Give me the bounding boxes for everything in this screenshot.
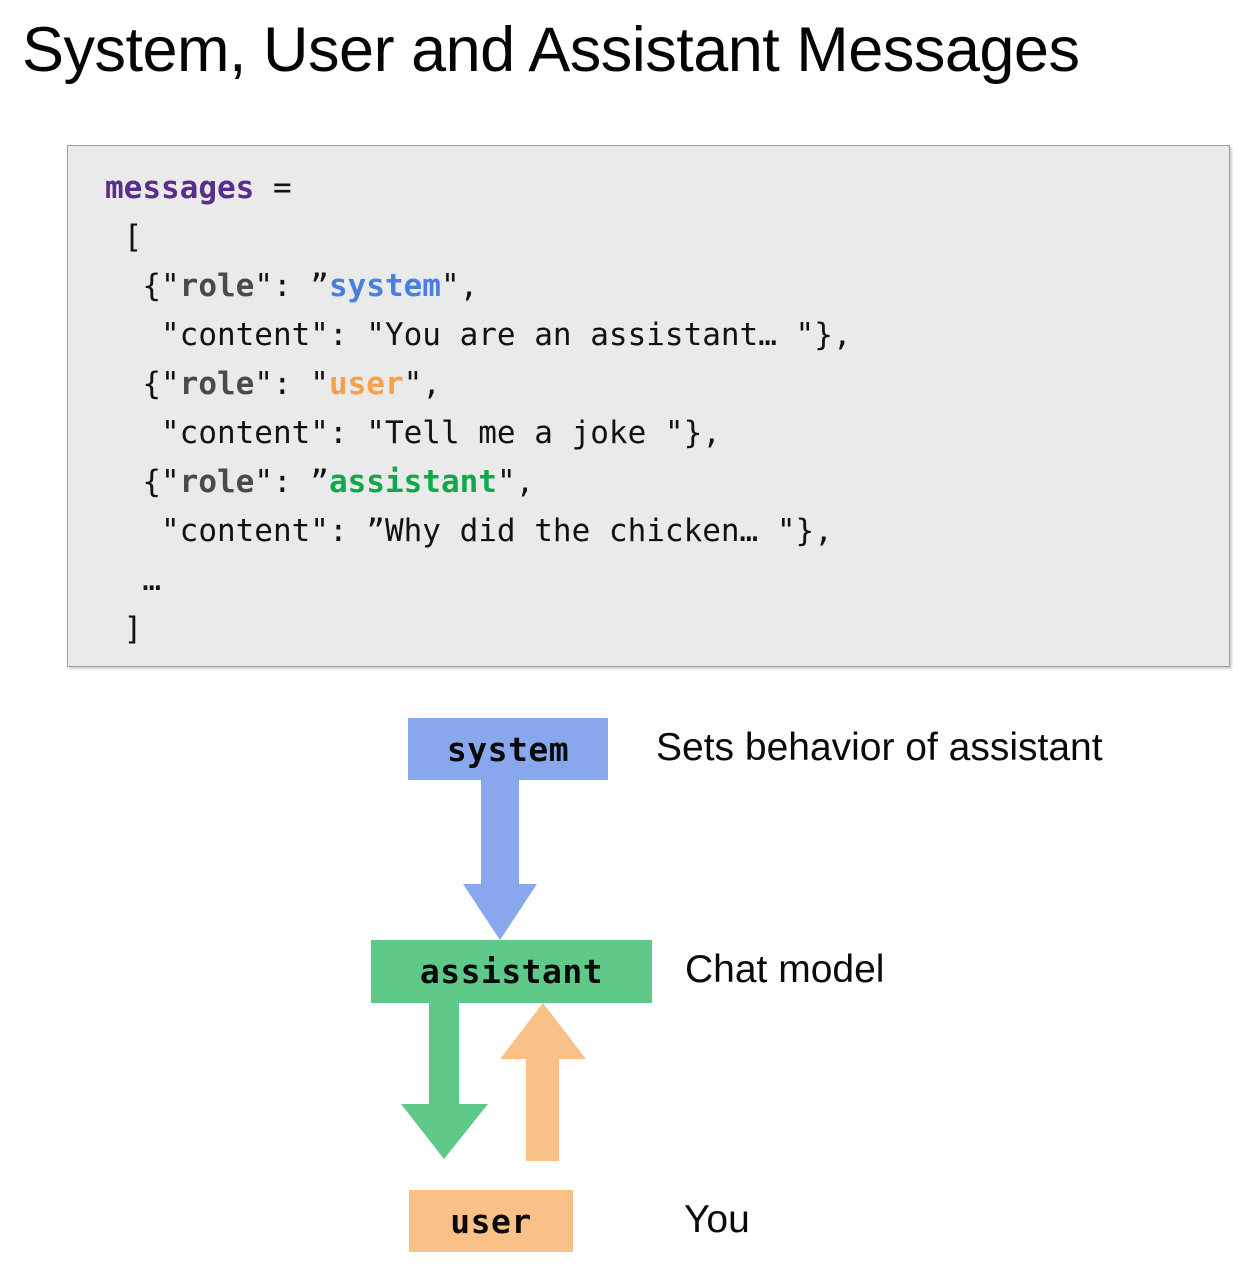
line-open-bracket: [ <box>105 213 852 262</box>
code-token-key: role <box>179 268 255 304</box>
diagram-label-system: Sets behavior of assistant <box>656 726 1103 769</box>
line-user-role: {"role": "user", <box>105 360 852 409</box>
code-token-plain: {" <box>105 268 180 304</box>
diagram-box-system: system <box>408 718 608 780</box>
code-token-var: messages <box>105 170 255 206</box>
line-user-content: "content": "Tell me a joke "}, <box>105 409 852 458</box>
line-assign: messages = <box>105 164 852 213</box>
code-token-key: role <box>179 464 255 500</box>
code-token-plain: ": ” <box>254 464 329 500</box>
diagram-box-assistant-label: assistant <box>419 952 604 991</box>
code-token-plain: {" <box>105 366 180 402</box>
line-system-content: "content": "You are an assistant… "}, <box>105 311 852 360</box>
code-token-plain: ": " <box>254 366 329 402</box>
code-token-plain: "content": "You are an assistant… "}, <box>105 317 852 353</box>
code-token-key: role <box>179 366 255 402</box>
code-token-plain: ", <box>440 268 479 304</box>
arrow-system-to-assistant-icon <box>463 780 537 940</box>
code-token-assistant: assistant <box>328 464 497 500</box>
message-flow-diagram: system Sets behavior of assistant assist… <box>0 690 1260 1282</box>
line-close-bracket: ] <box>105 605 852 654</box>
diagram-label-user: You <box>684 1198 750 1241</box>
code-token-plain: "content": "Tell me a joke "}, <box>105 415 721 451</box>
page-title: System, User and Assistant Messages <box>22 15 1080 85</box>
line-system-role: {"role": ”system", <box>105 262 852 311</box>
diagram-box-user: user <box>409 1190 573 1252</box>
code-token-plain: ", <box>403 366 441 402</box>
diagram-label-assistant: Chat model <box>685 948 885 991</box>
arrow-user-to-assistant-icon <box>500 1003 586 1161</box>
code-token-plain: ": ” <box>254 268 329 304</box>
diagram-box-system-label: system <box>446 729 570 769</box>
code-token-user: user <box>328 366 404 402</box>
code-token-plain: ", <box>496 464 535 500</box>
code-token-plain: = <box>254 170 292 206</box>
line-ellipsis: … <box>105 556 852 605</box>
diagram-box-assistant: assistant <box>371 940 652 1003</box>
code-block: messages = [ {"role": ”system", "content… <box>67 145 1230 667</box>
diagram-box-user-label: user <box>450 1201 532 1241</box>
arrow-assistant-to-user-icon <box>401 1003 488 1159</box>
code-token-plain: "content": ”Why did the chicken… "}, <box>105 513 833 549</box>
code-token-plain: … <box>105 562 161 598</box>
line-assistant-content: "content": ”Why did the chicken… "}, <box>105 507 852 556</box>
code-token-system: system <box>328 268 441 304</box>
code-token-plain: {" <box>105 464 180 500</box>
code-token-plain: [ <box>105 219 143 255</box>
line-assistant-role: {"role": ”assistant", <box>105 458 852 507</box>
code-token-plain: ] <box>105 611 143 647</box>
code-listing: messages = [ {"role": ”system", "content… <box>105 164 852 654</box>
